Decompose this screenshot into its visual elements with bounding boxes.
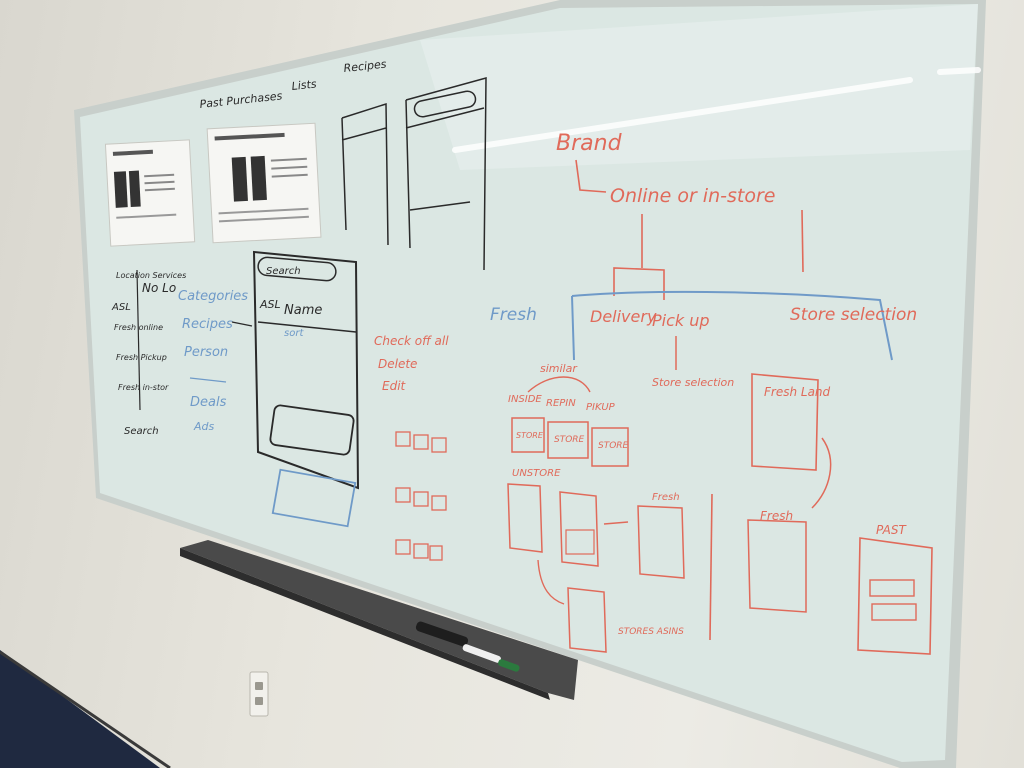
tab-recipes: Recipes xyxy=(343,58,387,75)
phone-sketch: Search ASL Name sort xyxy=(231,250,360,490)
unstore-phone xyxy=(507,483,543,553)
left-item-fresh-pickup: Fresh Pickup xyxy=(116,353,167,362)
small-tile-rows xyxy=(395,431,447,561)
fresh2-phone xyxy=(747,519,807,613)
store-tiles: INSIDE REPIN PIKUP STORE STORE STORE xyxy=(508,394,629,467)
brand-flow: Brand Online or in-store Fresh Delivery … xyxy=(490,131,917,393)
left-heading: No Lo xyxy=(142,281,176,295)
fresh-phones: Fresh Fresh Fresh Land PAST xyxy=(637,373,933,655)
phone-list-name: ASL xyxy=(259,298,281,311)
category-ads: Ads xyxy=(193,420,215,433)
similar-label: similar xyxy=(540,362,578,375)
fresh2-phone-label: Fresh xyxy=(760,509,793,523)
store-tile-3-label: STORE xyxy=(598,441,629,451)
fresh-land-label: Fresh Land xyxy=(764,385,831,399)
action-delete: Delete xyxy=(378,357,417,371)
left-item-location: Location Services xyxy=(116,271,186,280)
left-footer-search: Search xyxy=(124,426,159,437)
store-tile-3 xyxy=(591,427,629,467)
fresh-phone xyxy=(637,505,685,579)
store-reprint-label: REPIN xyxy=(546,398,576,409)
category-deals: Deals xyxy=(190,395,227,410)
wireframe-column-right xyxy=(405,77,487,271)
store-tile-1 xyxy=(511,417,545,453)
category-recipes: Recipes xyxy=(182,317,233,332)
store-tile-1-label: STORE xyxy=(516,431,544,440)
delivery-label: Delivery xyxy=(590,307,657,326)
stores-asins-label: STORES ASINS xyxy=(618,627,684,637)
whiteboard-glare xyxy=(420,4,978,170)
wireframe-column-left xyxy=(341,102,389,246)
wireframe-search-bar xyxy=(413,90,477,118)
category-person: Person xyxy=(184,345,228,360)
brand-label: Brand xyxy=(556,131,623,156)
printout-left xyxy=(104,139,196,247)
store-selection-mid: Store selection xyxy=(652,376,734,389)
outlet-socket-top xyxy=(255,682,263,690)
action-check-off-all: Check off all xyxy=(374,334,449,348)
store-tile-2 xyxy=(547,421,589,459)
phone-name-label: Name xyxy=(284,303,322,318)
categories-column: Categories Recipes Person Deals Ads xyxy=(178,289,248,433)
unstore-label: UNSTORE xyxy=(512,468,561,479)
store-inside-label: INSIDE xyxy=(508,394,542,405)
tab-lists: Lists xyxy=(291,77,317,93)
left-item-fresh-instore: Fresh in-stor xyxy=(118,383,169,392)
channel-label: Online or in-store xyxy=(610,185,775,207)
marker-green xyxy=(498,659,520,672)
outlet-socket-bottom xyxy=(255,697,263,705)
store-tile-2-label: STORE xyxy=(554,435,585,445)
baseboard xyxy=(0,650,171,768)
printout-right xyxy=(206,122,322,244)
action-edit: Edit xyxy=(382,379,407,393)
category-categories: Categories xyxy=(178,289,248,304)
light-reflection xyxy=(452,77,913,153)
phone-actions: Check off all Delete Edit xyxy=(374,334,449,393)
marker-white xyxy=(462,644,501,663)
phone-search-label: Search xyxy=(266,266,301,277)
pickup-label: Pick up xyxy=(652,311,710,330)
light-reflection-right xyxy=(937,67,981,75)
store-pickup-label: PIKUP xyxy=(586,402,616,413)
bottom-phone xyxy=(567,587,607,653)
eraser xyxy=(415,621,469,647)
fresh-label: Fresh xyxy=(490,305,537,325)
phone-sort-label: sort xyxy=(284,328,304,339)
fresh-land-box xyxy=(751,373,819,471)
unstore-section: UNSTORE STORES ASINS xyxy=(507,468,684,653)
tab-bar-sketch xyxy=(271,468,357,528)
left-item-asl: ASL xyxy=(111,302,131,313)
marker-tray xyxy=(180,540,578,700)
fresh-phone-label: Fresh xyxy=(652,492,680,503)
past-phone xyxy=(857,537,933,655)
past-label: PAST xyxy=(876,523,907,537)
center-phone xyxy=(559,491,599,567)
marker-tray-edge xyxy=(180,548,550,700)
store-selection-top: Store selection xyxy=(790,305,917,325)
wall-outlet xyxy=(249,671,269,717)
left-column: Location Services ASL Fresh online Fresh… xyxy=(111,269,186,437)
